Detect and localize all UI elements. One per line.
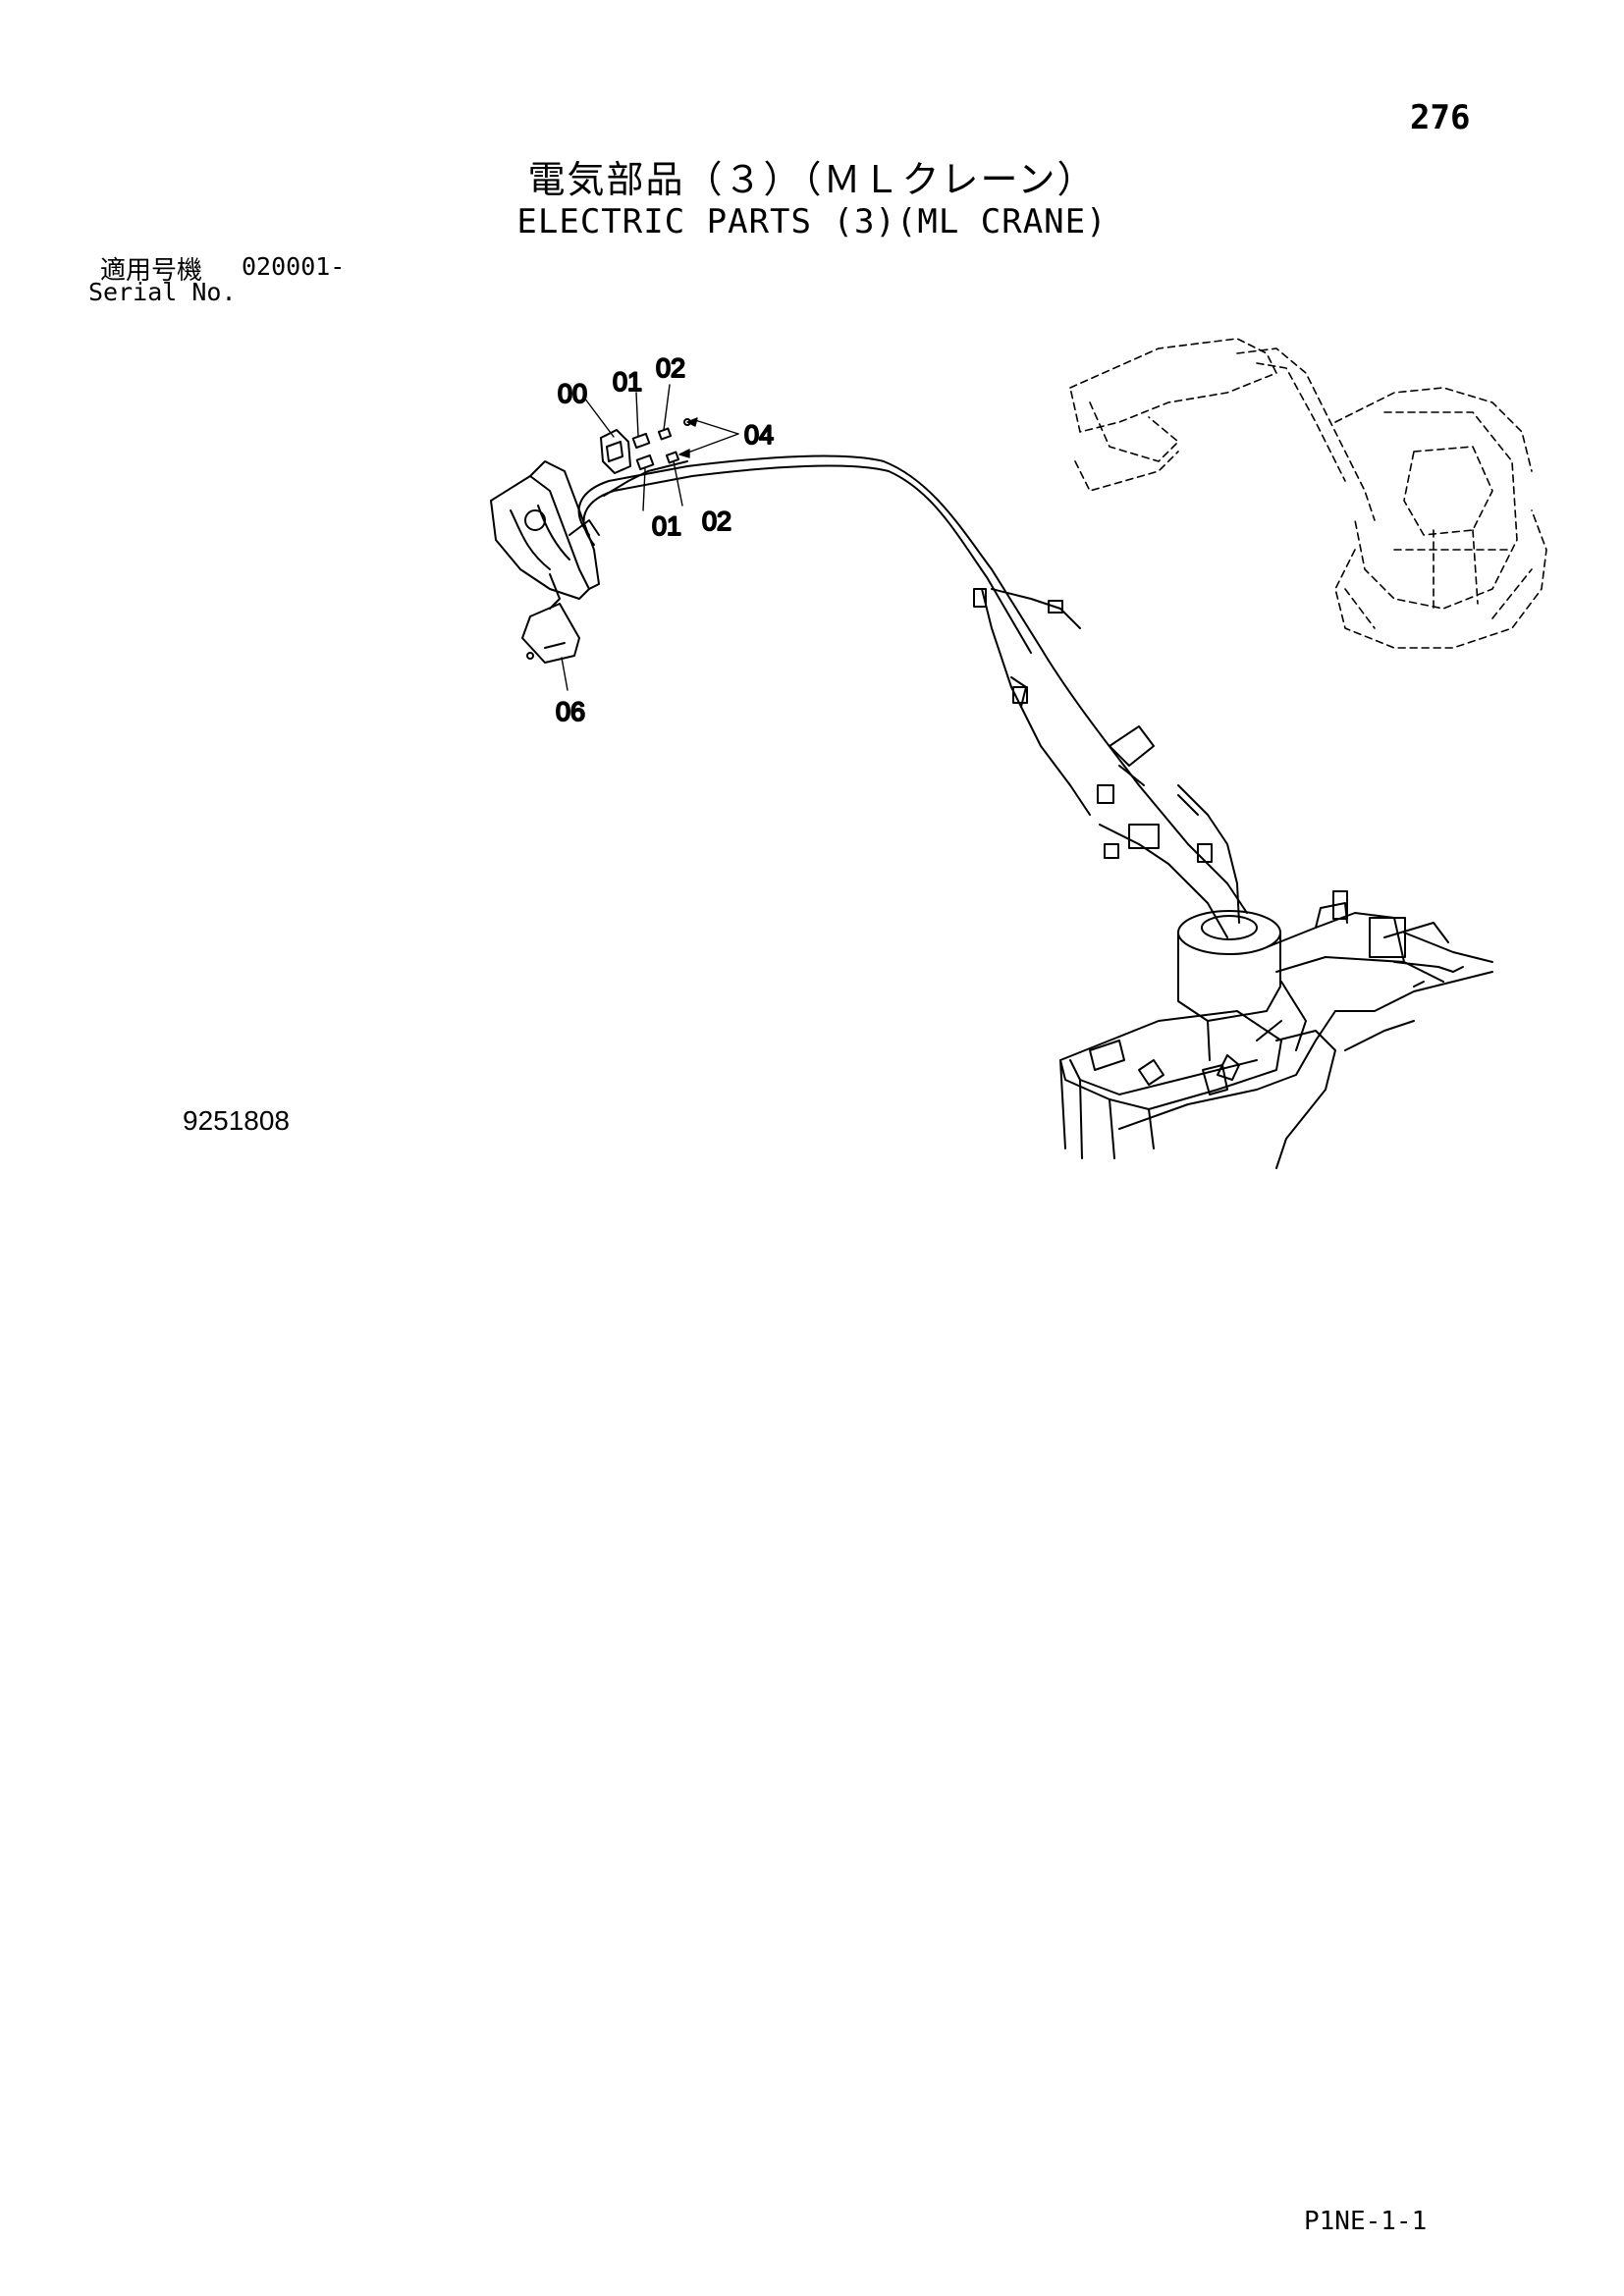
callout-04: 04 bbox=[744, 420, 774, 450]
parts-diagram: 00 01 02 04 01 02 06 bbox=[490, 338, 1547, 1169]
page-number: 276 bbox=[1410, 98, 1471, 137]
plate-part-06 bbox=[521, 603, 580, 664]
callout-leaders bbox=[561, 384, 739, 691]
callout-00: 00 bbox=[558, 379, 587, 408]
excavator-phantom-outline bbox=[1069, 338, 1547, 649]
callout-01-top: 01 bbox=[613, 367, 642, 397]
wire-harness bbox=[577, 454, 1248, 938]
callout-01-bottom: 01 bbox=[652, 511, 681, 541]
serial-number-value: 020001- bbox=[242, 252, 346, 281]
callout-02-top: 02 bbox=[656, 353, 685, 383]
drawing-number: 9251808 bbox=[183, 1105, 291, 1136]
callout-06: 06 bbox=[556, 697, 585, 726]
page-title-japanese: 電気部品（３）（ＭＬクレーン） bbox=[527, 158, 1097, 201]
serial-label-japanese: 適用号機 bbox=[100, 256, 203, 286]
lever-console-assembly bbox=[490, 460, 688, 610]
base-frame-structure bbox=[1059, 890, 1493, 1169]
page-code: P1NE-1-1 bbox=[1304, 2207, 1428, 2236]
serial-label-english: Serial No. bbox=[88, 278, 237, 306]
page-title-english: ELECTRIC PARTS (3)(ML CRANE) bbox=[516, 202, 1108, 241]
harness-clamps bbox=[973, 588, 1213, 863]
callout-02-bottom: 02 bbox=[702, 507, 731, 536]
switch-part-00 bbox=[600, 429, 631, 474]
